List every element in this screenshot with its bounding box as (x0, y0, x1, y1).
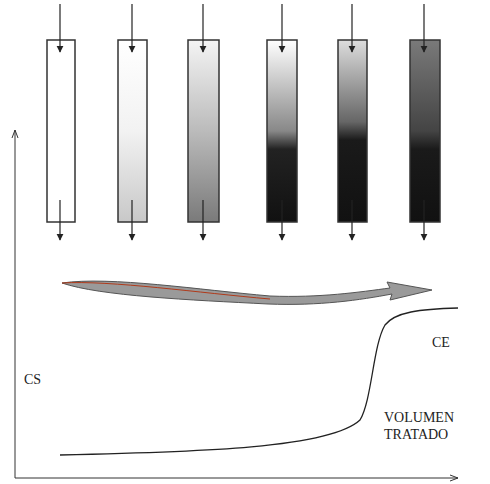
column (188, 40, 219, 222)
progress-arrow (62, 281, 432, 304)
curve-label: CS (24, 372, 64, 389)
column (118, 40, 147, 222)
columns (47, 40, 440, 222)
column (47, 40, 75, 222)
flow-arrows (60, 4, 424, 240)
progress-arrow-edge (62, 283, 270, 299)
column (410, 40, 440, 222)
axis-label: VOLUMEN TRATADO (384, 410, 474, 444)
column (338, 40, 367, 222)
curve-label: CE (432, 335, 472, 352)
column (267, 40, 297, 222)
